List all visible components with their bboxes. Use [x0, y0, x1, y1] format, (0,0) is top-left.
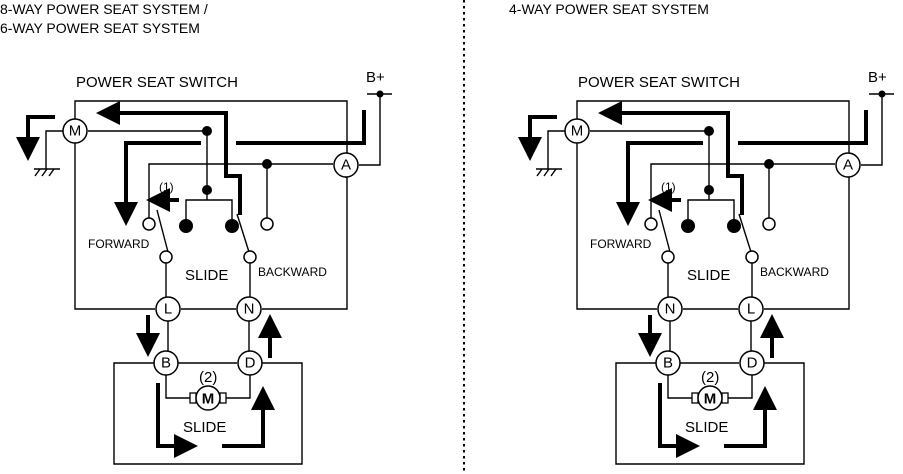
motor-terminal-m-label: M: [571, 123, 584, 140]
current-flow-arrows: [16, 101, 366, 458]
switch-label: POWER SEAT SWITCH: [76, 74, 238, 91]
fixed-contact: [681, 219, 695, 233]
power-seat-switch-box: [74, 100, 348, 310]
switch-slide-label: SLIDE: [687, 267, 730, 284]
backward-pivot-contact: [243, 250, 257, 264]
right-title-line1: 4-WAY POWER SEAT SYSTEM: [509, 1, 709, 17]
terminal-n-label: N: [665, 301, 676, 318]
slide-motor-symbol: M: [704, 391, 717, 408]
motor-terminal-d-label: D: [245, 355, 256, 372]
switch-label: POWER SEAT SWITCH: [578, 74, 740, 91]
callout-2: (2): [701, 369, 719, 386]
motor-terminal-m: [62, 118, 88, 144]
fixed-contact: [225, 219, 239, 233]
forward-label: FORWARD: [590, 237, 652, 251]
motor-terminal-m-label: M: [69, 123, 82, 140]
terminal-a: [333, 152, 359, 178]
backward-label: BACKWARD: [760, 265, 829, 279]
forward-pivot-contact: [661, 250, 675, 264]
battery-terminal: [359, 90, 392, 166]
current-flow-arrows: [518, 101, 868, 458]
backward-label: BACKWARD: [258, 265, 327, 279]
terminal-l-label: L: [164, 301, 172, 318]
battery-terminal: [861, 90, 894, 166]
terminal-a: [835, 152, 861, 178]
ground-symbol: [34, 130, 63, 177]
left-panel: 8-WAY POWER SEAT SYSTEM / 6-WAY POWER SE…: [0, 1, 392, 465]
fixed-contact: [727, 219, 741, 233]
backward-idle-contact: [762, 217, 776, 231]
forward-contact: [142, 217, 156, 231]
switch-slide-label: SLIDE: [185, 267, 228, 284]
slide-motor-symbol: M: [202, 391, 215, 408]
terminal-a-label: A: [341, 157, 351, 174]
callout-1: (1): [159, 180, 174, 194]
left-title-line1: 8-WAY POWER SEAT SYSTEM /: [0, 1, 208, 17]
forward-contact: [644, 217, 658, 231]
slide-motor-box: [615, 362, 805, 465]
terminal-a-label: A: [843, 157, 853, 174]
slide-motor: [697, 385, 723, 411]
slide-motor-box: [113, 362, 303, 465]
power-seat-switch-box: [576, 100, 850, 310]
terminal-n-label: N: [244, 301, 255, 318]
left-title-line2: 6-WAY POWER SEAT SYSTEM: [0, 20, 200, 36]
callout-2: (2): [199, 369, 217, 386]
fixed-contact: [179, 219, 193, 233]
battery-label: B+: [868, 69, 887, 86]
forward-label: FORWARD: [88, 237, 150, 251]
callout-1: (1): [661, 180, 676, 194]
backward-pivot-contact: [745, 250, 759, 264]
ground-symbol: [536, 130, 565, 177]
motor-terminal-d-label: D: [747, 355, 758, 372]
motor-slide-label: SLIDE: [685, 419, 728, 436]
motor-terminal-b-label: B: [161, 355, 171, 372]
motor-terminal-m: [564, 118, 590, 144]
slide-motor: [195, 385, 221, 411]
motor-terminal-b-label: B: [663, 355, 673, 372]
terminal-l-label: L: [747, 301, 755, 318]
forward-pivot-contact: [159, 250, 173, 264]
right-panel: 4-WAY POWER SEAT SYSTEM POWER SEAT SWITC…: [509, 1, 894, 465]
backward-idle-contact: [260, 217, 274, 231]
motor-slide-label: SLIDE: [183, 419, 226, 436]
battery-label: B+: [366, 69, 385, 86]
